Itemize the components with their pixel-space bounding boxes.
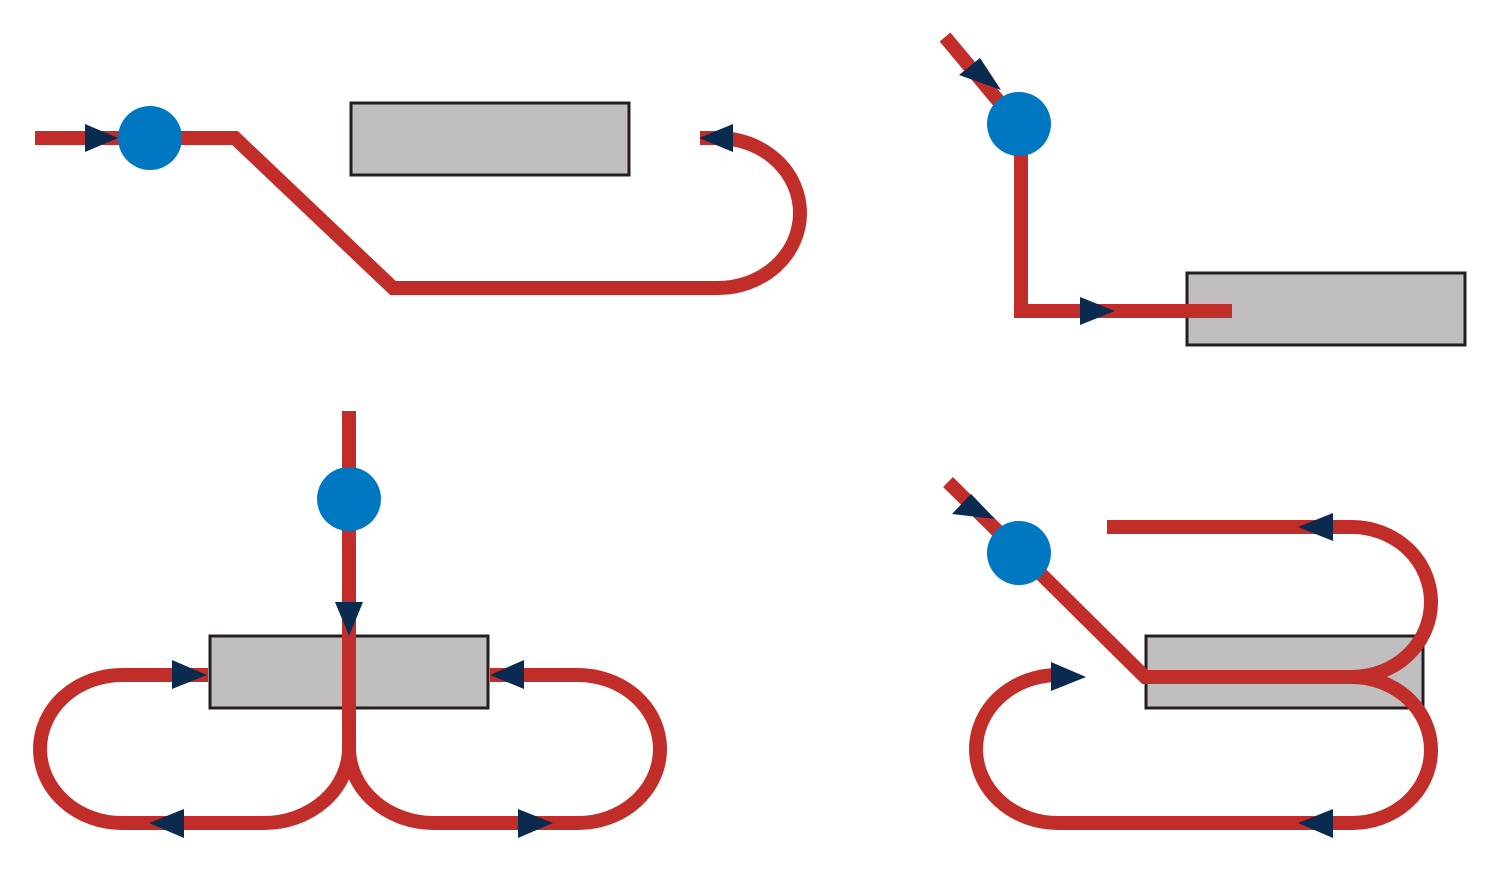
- panel-top-left: [35, 101, 807, 295]
- block-box: [1185, 271, 1467, 347]
- direction-arrow: [699, 124, 733, 152]
- entry-node: [118, 106, 182, 170]
- block-box: [349, 101, 631, 177]
- entry-node: [987, 92, 1051, 156]
- entry-node: [317, 467, 381, 531]
- flow-track: [35, 131, 807, 295]
- entry-node: [987, 521, 1051, 585]
- direction-arrow: [952, 494, 995, 519]
- direction-arrow: [172, 660, 207, 689]
- flow-track-right-loop: [342, 668, 667, 830]
- panel-bottom-right: [943, 477, 1438, 838]
- direction-arrow: [85, 124, 118, 152]
- direction-arrow: [1298, 513, 1333, 541]
- panel-bottom-left: [33, 411, 667, 838]
- direction-arrow: [1051, 662, 1086, 691]
- direction-arrow: [1298, 809, 1333, 838]
- direction-arrow: [959, 58, 1001, 90]
- direction-arrow: [149, 809, 184, 838]
- flow-track-left-loop: [33, 668, 356, 830]
- direction-arrow: [490, 660, 524, 689]
- flow-track-lower-loop: [969, 668, 1438, 830]
- direction-arrow: [518, 809, 553, 838]
- direction-arrow: [335, 602, 363, 636]
- panel-top-right: [939, 32, 1467, 347]
- direction-arrow: [1080, 297, 1115, 325]
- flow-track-upper-loop: [1107, 520, 1438, 684]
